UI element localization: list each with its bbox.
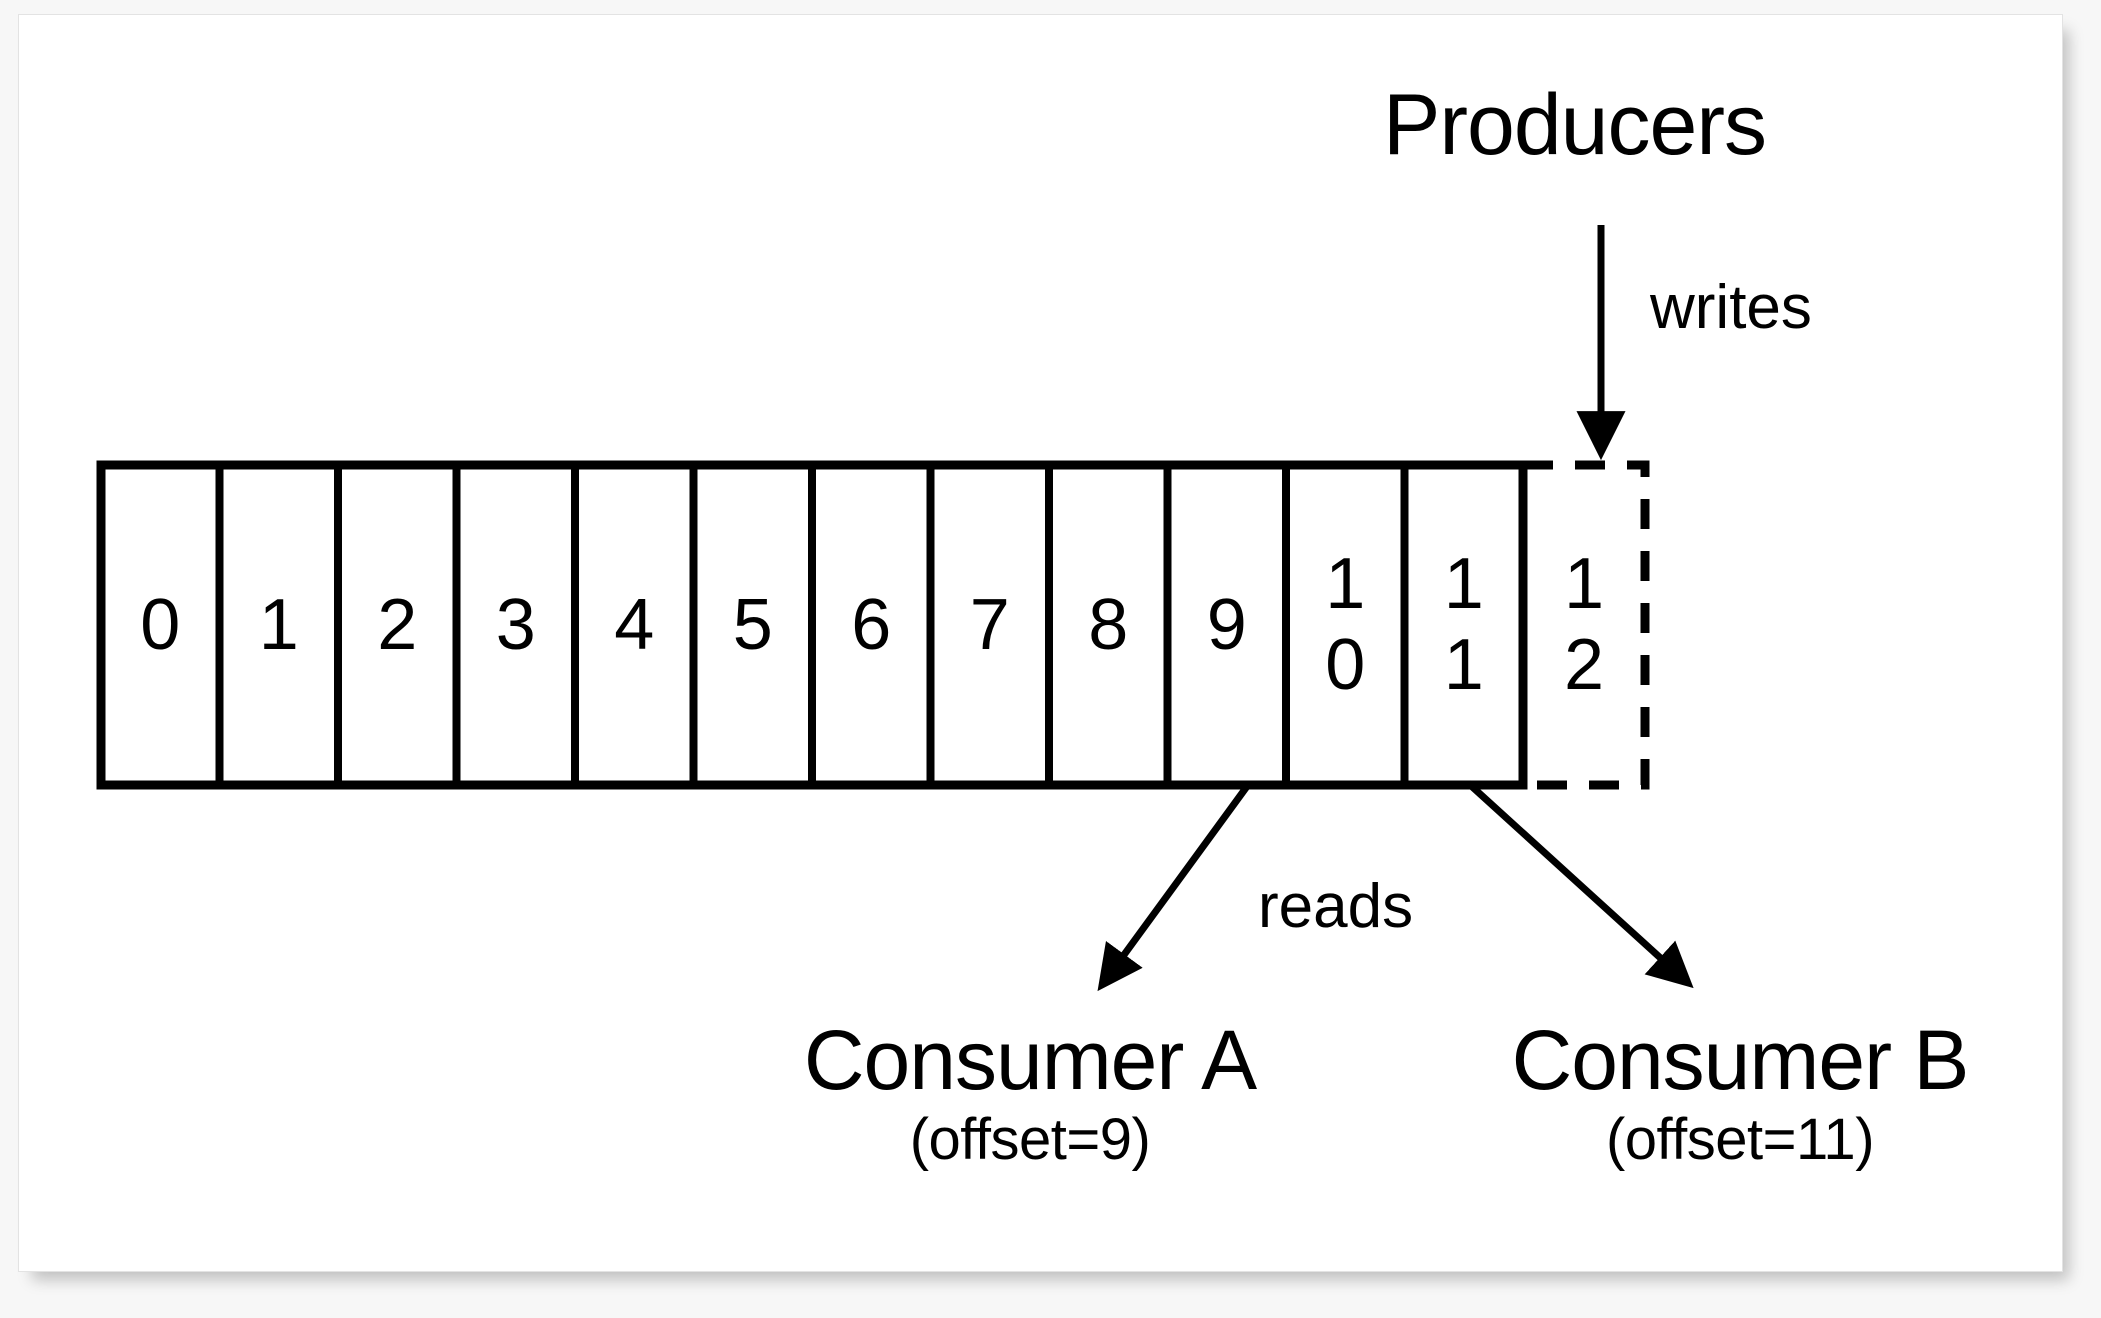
log-cell-digit: 1 — [258, 584, 299, 665]
log-cell-digit: 4 — [614, 584, 655, 665]
log-cell-8[interactable]: 8 — [1049, 465, 1168, 785]
log-cell-0[interactable]: 0 — [101, 465, 220, 785]
log-cell-digit: 0 — [140, 584, 181, 665]
log-cell-digit: 2 — [1563, 625, 1605, 705]
log-cell-digit: 8 — [1088, 584, 1129, 665]
producers-label: Producers — [1383, 77, 1767, 173]
log-cell-digit: 1 — [1443, 625, 1484, 705]
consumer-a-offset: (offset=9) — [909, 1106, 1151, 1172]
log-cell-3[interactable]: 3 — [457, 465, 576, 785]
log-cell-digit: 5 — [732, 584, 773, 665]
consumer-b-offset: (offset=11) — [1605, 1106, 1875, 1172]
consumer-b-name: Consumer B — [1511, 1013, 1970, 1107]
consumer-b-block: Consumer B (offset=11) — [1460, 1013, 2020, 1176]
log-cell-digit: 1 — [1325, 544, 1366, 625]
log-cell-digit: 1 — [1563, 544, 1605, 625]
reads-label: reads — [1258, 872, 1414, 941]
log-cell-9[interactable]: 9 — [1168, 465, 1287, 785]
writes-label: writes — [1650, 273, 1812, 342]
log-cell-digit: 0 — [1325, 625, 1366, 705]
log-cell-5[interactable]: 5 — [694, 465, 813, 785]
log-cell-digit: 7 — [969, 584, 1010, 665]
consumer-a-name: Consumer A — [803, 1013, 1257, 1107]
consumer-a-block: Consumer A (offset=9) — [760, 1013, 1300, 1176]
log-cell-6[interactable]: 6 — [812, 465, 931, 785]
log-cell-digit: 1 — [1443, 544, 1484, 625]
log-cell-digit: 3 — [495, 584, 536, 665]
log-cell-digit: 6 — [851, 584, 892, 665]
log-cell-7[interactable]: 7 — [931, 465, 1050, 785]
log-cell-digit: 9 — [1206, 584, 1247, 665]
log-cell-1[interactable]: 1 — [220, 465, 339, 785]
log-cell-digit: 2 — [377, 584, 418, 665]
log-cell-4[interactable]: 4 — [575, 465, 694, 785]
log-cell-2[interactable]: 2 — [338, 465, 457, 785]
